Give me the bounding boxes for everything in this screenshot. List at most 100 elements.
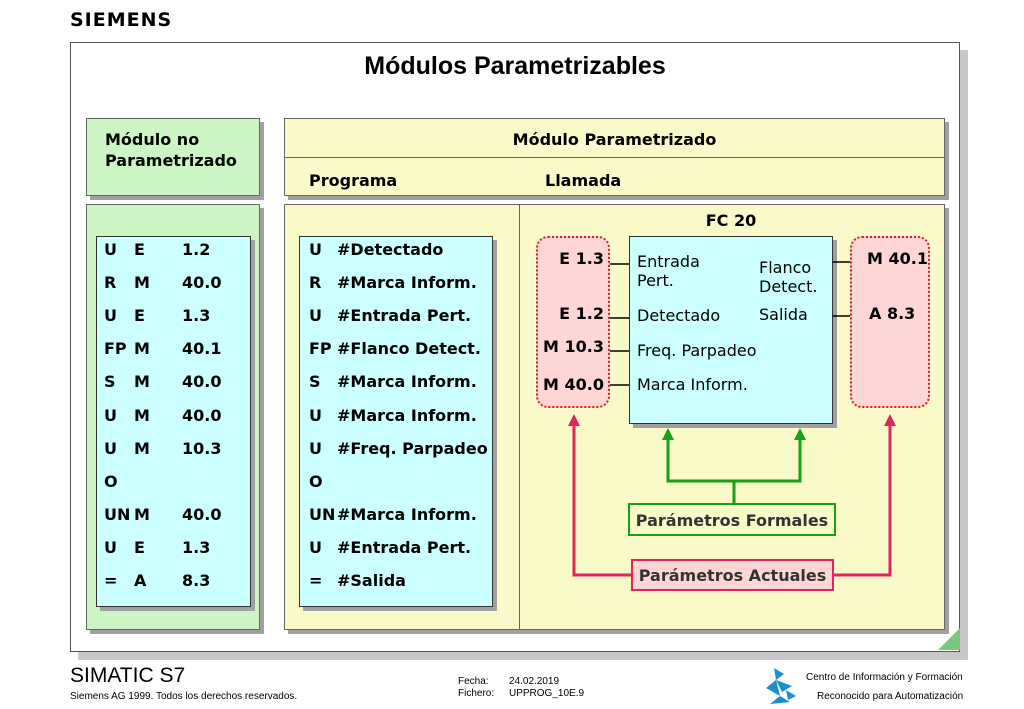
- left-code-type-8: M: [134, 504, 150, 524]
- left-code-addr-4: 40.0: [182, 372, 222, 392]
- program-code-arg-0: #Detectado: [337, 240, 444, 259]
- left-code-op-6: U: [104, 438, 117, 458]
- fc-param-marca-inform: Marca Inform.: [637, 375, 748, 394]
- header-divider: [284, 157, 945, 158]
- left-code-type-0: E: [134, 240, 145, 259]
- left-code-op-10: =: [104, 571, 118, 590]
- left-code-addr-8: 40.0: [182, 504, 222, 524]
- actual-arrow-right: [834, 424, 892, 577]
- slide-title: Módulos Parametrizables: [364, 52, 666, 80]
- program-code-arg-1: #Marca Inform.: [337, 273, 477, 293]
- actual-arrow-left: [572, 424, 631, 577]
- program-code-op-3: FP: [309, 339, 332, 359]
- program-code-op-8: UN: [309, 504, 336, 524]
- header-right-title: Módulo Parametrizado: [512, 130, 717, 149]
- left-code-op-5: U: [104, 405, 117, 425]
- program-code-op-10: =: [309, 571, 323, 590]
- fc-label: FC 20: [705, 211, 757, 230]
- program-code-arg-9: #Entrada Pert.: [337, 537, 472, 557]
- program-code-op-6: U: [309, 438, 322, 458]
- program-code-arg-8: #Marca Inform.: [337, 504, 477, 524]
- training-center-icon: [766, 668, 796, 704]
- left-code-type-2: E: [134, 306, 145, 326]
- left-code-type-6: M: [134, 438, 150, 458]
- left-code-addr-10: 8.3: [182, 571, 211, 590]
- actual-m401: M 40.1: [867, 249, 928, 268]
- formal-arrowhead-left: [662, 428, 674, 440]
- fc-param-entrada-pert: Entrada Pert.: [637, 252, 700, 290]
- left-code-type-9: E: [134, 537, 145, 557]
- program-code-op-9: U: [309, 537, 322, 557]
- product-name: SIMATIC S7: [70, 664, 186, 687]
- left-code-type-5: M: [134, 405, 150, 425]
- actual-inputs-box: [536, 236, 610, 408]
- program-code-op-5: U: [309, 405, 322, 425]
- file-value: UPPROG_10E.9: [509, 688, 585, 699]
- program-code-op-0: U: [309, 240, 322, 259]
- left-code-op-3: FP: [104, 339, 127, 359]
- left-code-type-4: M: [134, 372, 150, 392]
- header-llamada: Llamada: [545, 171, 622, 190]
- actual-m103: M 10.3: [543, 337, 604, 356]
- left-code-type-3: M: [134, 339, 150, 359]
- header-left-line2: Parametrizado: [105, 151, 237, 170]
- left-code-type-10: A: [134, 571, 147, 590]
- left-code-addr-0: 1.2: [182, 240, 211, 259]
- program-code-op-2: U: [309, 306, 322, 326]
- left-code-box: [96, 236, 251, 607]
- actual-arrowhead-right: [884, 414, 896, 426]
- left-code-addr-1: 40.0: [182, 273, 222, 293]
- program-code-arg-10: #Salida: [337, 571, 406, 590]
- header-left-line1: Módulo no: [105, 130, 200, 149]
- formal-arrow-right: [734, 438, 802, 483]
- left-code-op-0: U: [104, 240, 117, 259]
- header-programa: Programa: [309, 171, 398, 190]
- actual-e12: E 1.2: [559, 304, 604, 323]
- fc-param-salida: Salida: [759, 305, 808, 324]
- header-unparameterized-module: [86, 118, 260, 196]
- left-code-addr-2: 1.3: [182, 306, 211, 326]
- formal-parameters-label: Parámetros Formales: [628, 503, 836, 536]
- fc-param-detectado: Detectado: [637, 306, 721, 325]
- file-label: Fichero:: [458, 688, 495, 699]
- program-code-arg-2: #Entrada Pert.: [337, 306, 472, 326]
- fc-block: [629, 236, 833, 424]
- program-code-op-7: O: [309, 471, 323, 491]
- date-label: Fecha:: [458, 676, 489, 687]
- left-code-addr-6: 10.3: [182, 438, 222, 458]
- left-code-addr-5: 40.0: [182, 405, 222, 425]
- program-code-arg-4: #Marca Inform.: [337, 372, 477, 392]
- date-value: 24.02.2019: [509, 676, 560, 687]
- copyright-text: Siemens AG 1999. Todos los derechos rese…: [70, 691, 298, 702]
- panel-divider: [519, 204, 520, 630]
- left-code-op-4: S: [104, 372, 116, 392]
- left-code-type-1: M: [134, 273, 150, 293]
- program-code-op-1: R: [309, 273, 322, 293]
- actual-outputs-box: [850, 236, 930, 408]
- actual-a83: A 8.3: [869, 304, 916, 323]
- left-code-op-8: UN: [104, 504, 131, 524]
- siemens-logo: SIEMENS: [70, 9, 173, 31]
- actual-arrowhead-left: [568, 414, 580, 426]
- left-code-op-9: U: [104, 537, 117, 557]
- actual-parameters-label: Parámetros Actuales: [631, 559, 834, 591]
- left-code-addr-9: 1.3: [182, 537, 211, 557]
- left-code-addr-3: 40.1: [182, 339, 222, 359]
- fc-param-flanco-detect: Flanco Detect.: [759, 258, 818, 296]
- program-code-op-4: S: [309, 372, 321, 392]
- fc-param-freq-parpadeo: Freq. Parpadeo: [637, 341, 757, 360]
- left-code-op-7: O: [104, 471, 118, 491]
- formal-arrowhead-right: [794, 428, 806, 440]
- center-line2: Reconocido para Automatización: [817, 691, 964, 702]
- page-corner: [938, 628, 960, 650]
- formal-arrow-left: [666, 438, 736, 503]
- left-code-op-2: U: [104, 306, 117, 326]
- program-code-arg-6: #Freq. Parpadeo: [337, 438, 488, 458]
- actual-m400: M 40.0: [543, 375, 604, 394]
- center-line1: Centro de Información y Formación: [806, 672, 963, 683]
- left-code-op-1: R: [104, 273, 117, 293]
- program-code-arg-3: #Flanco Detect.: [337, 339, 481, 359]
- program-code-box: [299, 236, 493, 607]
- program-code-arg-5: #Marca Inform.: [337, 405, 477, 425]
